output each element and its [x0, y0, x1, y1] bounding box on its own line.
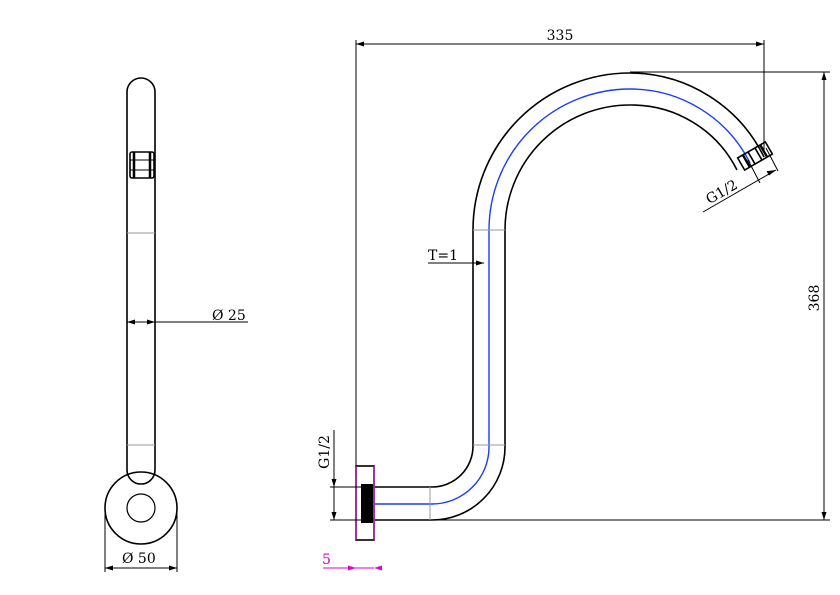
outlet-nozzle	[736, 140, 774, 172]
outlet-thread-dimension	[702, 147, 779, 213]
side-diameter-dimension	[127, 319, 248, 325]
wall-thickness-label: T=1	[428, 248, 458, 264]
main-view	[323, 40, 830, 571]
wall-thickness-dimension	[428, 260, 484, 266]
inlet-thread-dimension	[330, 430, 361, 521]
side-view	[104, 77, 248, 572]
inlet-thread-label: G1/2	[317, 435, 333, 469]
pipe-inner-wall	[375, 104, 738, 521]
inlet-flange	[355, 465, 375, 541]
side-base-diameter-label: Ø 50	[122, 551, 156, 567]
side-base-diameter-dimension	[104, 508, 178, 572]
pipe-centerline	[375, 88, 751, 505]
side-outlet-nozzle	[129, 151, 155, 179]
outlet-thread-label: G1/2	[703, 177, 740, 208]
height-dimension	[432, 71, 830, 521]
width-label: 335	[547, 28, 574, 44]
pipe-outer-wall	[375, 72, 765, 488]
side-base-flange	[104, 471, 178, 545]
flange-offset-label: 5	[322, 552, 331, 568]
inlet-flange-accent	[355, 466, 375, 540]
flange-offset-dimension	[323, 565, 382, 571]
side-diameter-label: Ø 25	[212, 308, 246, 324]
width-dimension	[355, 40, 765, 466]
height-label: 368	[807, 285, 823, 312]
side-tube-outline	[126, 77, 156, 485]
side-base-tube-end	[126, 493, 156, 523]
